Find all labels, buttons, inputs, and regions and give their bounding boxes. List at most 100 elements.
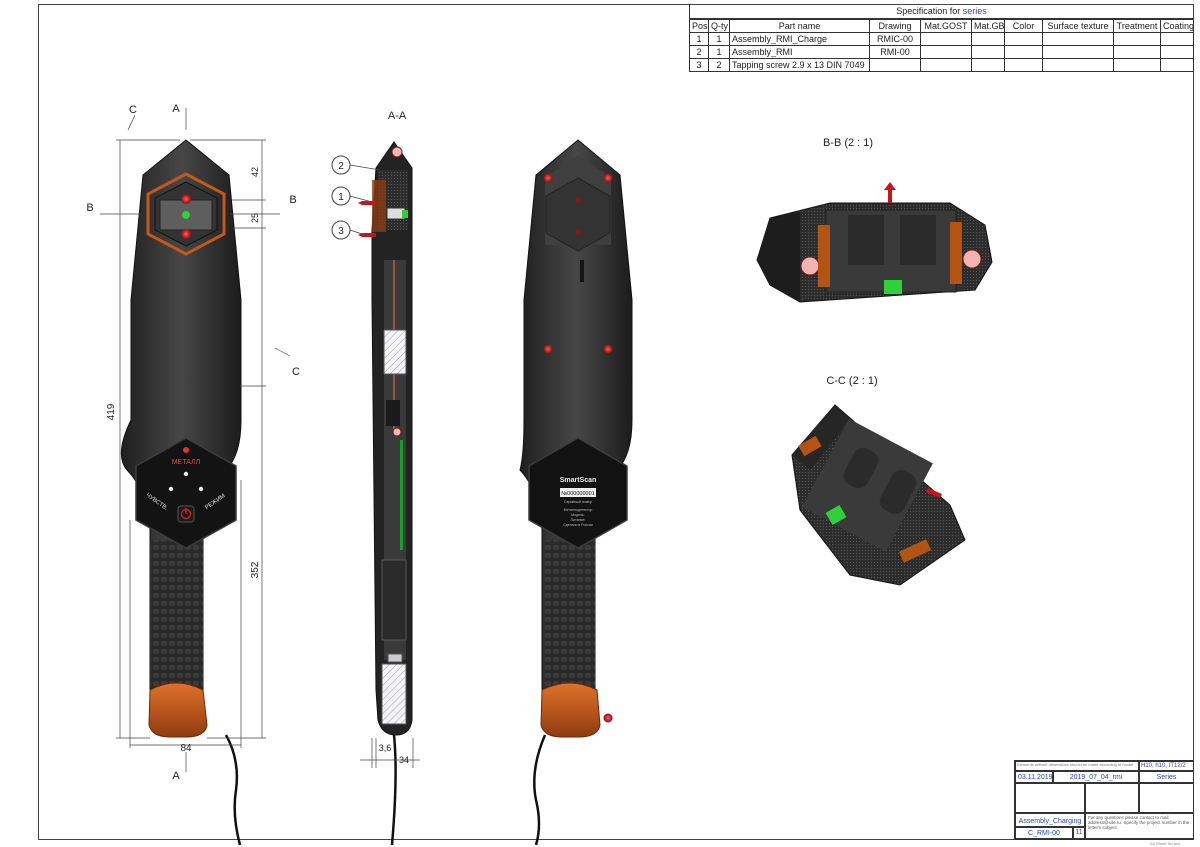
tb-footer: A3 Sheet No text	[1150, 841, 1181, 846]
back-brand: SmartScan	[560, 477, 597, 484]
cc-orange	[898, 539, 932, 563]
table-row: 1 1 Assembly_RMI_Charge RMIC-00	[689, 32, 1194, 46]
title-block: Elements without dimensions should be ma…	[1014, 760, 1194, 840]
bb-block	[848, 215, 884, 265]
screw-icon	[358, 201, 376, 205]
front-control-panel	[135, 437, 237, 549]
section-a-bottom: A	[172, 770, 180, 782]
tb-series: Series	[1139, 771, 1194, 783]
callout-number: 3	[338, 226, 344, 237]
front-dimensions	[100, 108, 291, 772]
bb-cavity	[825, 209, 957, 293]
spec-pos: 1	[689, 32, 709, 46]
callout-number: 1	[338, 192, 344, 203]
section-bb-title: B-B (2 : 1)	[823, 137, 873, 149]
tb-project: 2019_07_04_rmi	[1053, 771, 1139, 783]
dim-side-thickness: 34	[399, 755, 409, 765]
tb-tolerance: H10, h10, IT12/2	[1139, 761, 1194, 771]
dim-total-height: 419	[106, 403, 117, 420]
spec-header: Drawing	[869, 19, 921, 33]
cable-icon	[533, 734, 547, 846]
section-cc-view	[791, 404, 966, 586]
tb-empty-cell	[1085, 783, 1139, 813]
spec-drawing: RMI-00	[869, 45, 921, 59]
bb-side	[757, 212, 800, 302]
side-end-hatch	[381, 663, 407, 725]
spec-title-prefix: Specification for	[896, 6, 961, 16]
cc-block	[843, 447, 879, 489]
cable-icon	[224, 734, 242, 846]
spec-pos: 2	[689, 45, 709, 59]
tb-empty-cell	[1015, 783, 1085, 813]
spec-header: Mat.GB	[971, 19, 1005, 33]
side-pin	[391, 146, 403, 158]
tb-date: 03.11.2019	[1015, 771, 1053, 783]
specification-table: Specification for series Pos Q-ty Part n…	[689, 4, 1194, 72]
dim-top-offset: 42	[250, 167, 260, 177]
back-hex	[545, 177, 611, 252]
side-pcb	[400, 440, 403, 550]
led-green-icon	[182, 211, 190, 219]
led-green-icon	[402, 210, 408, 218]
spec-part-name: Assembly_RMI	[729, 45, 870, 59]
spec-header: Part name	[729, 19, 870, 33]
tb-sheet-number: 11	[1073, 827, 1085, 839]
spec-header-row: Pos Q-ty Part name Drawing Mat.GOST Mat.…	[689, 19, 1194, 33]
dim-window-height: 25	[250, 213, 260, 223]
front-grip	[150, 540, 203, 700]
screw-icon	[543, 173, 553, 183]
side-dimensions	[360, 738, 420, 768]
spec-header: Pos	[689, 19, 709, 33]
spec-title-series: series	[962, 6, 987, 16]
back-info-line: Питание:	[571, 518, 586, 522]
spec-qty: 1	[708, 45, 730, 59]
bb-orange	[950, 222, 962, 284]
back-serial-box	[560, 488, 596, 497]
side-connector	[387, 653, 403, 663]
front-view: МЕТАЛЛ ЧУВСТВ. РЕЖИМ	[120, 139, 242, 846]
spec-drawing: RMIC-00	[869, 32, 921, 46]
panel-dot	[183, 471, 189, 477]
dim-side-wall: 3,6	[379, 743, 392, 753]
screw-icon	[603, 713, 613, 723]
section-cc-title: C-C (2 : 1)	[826, 375, 877, 387]
section-a-top: A	[172, 103, 180, 115]
screw-icon	[358, 233, 376, 237]
panel-dot	[198, 486, 204, 492]
back-info-line: Сделано в России	[563, 523, 593, 527]
screw-icon	[543, 344, 553, 354]
panel-dot	[168, 486, 174, 492]
spec-header: Surface texture	[1042, 19, 1114, 33]
spec-drawing	[869, 58, 921, 72]
spec-grid: Pos Q-ty Part name Drawing Mat.GOST Mat.…	[689, 19, 1194, 72]
back-hole	[575, 229, 581, 235]
table-row: 2 1 Assembly_RMI RMI-00	[689, 45, 1194, 59]
front-end-cap	[148, 682, 208, 738]
spec-qty: 1	[708, 32, 730, 46]
side-pin	[392, 427, 402, 437]
screw-icon	[884, 182, 896, 203]
tb-contact-note: For any questions please contact to mail…	[1085, 813, 1194, 839]
cc-orange	[798, 435, 822, 457]
spec-part-name: Assembly_RMI_Charge	[729, 32, 870, 46]
spec-pos: 3	[689, 58, 709, 72]
section-b-right: B	[289, 194, 296, 206]
bb-orange	[818, 225, 830, 287]
cable-icon	[390, 734, 397, 846]
back-view: SmartScan №000000001 Серийный номер Мета…	[519, 139, 633, 846]
back-grip	[545, 540, 595, 700]
spec-header: Color	[1004, 19, 1043, 33]
section-aa-title: A-A	[388, 110, 407, 122]
spec-part-name: Tapping screw 2.9 x 13 DIN 7049	[729, 58, 870, 72]
back-end-cap	[540, 682, 601, 738]
led-red-icon	[181, 229, 191, 239]
table-row: 3 2 Tapping screw 2.9 x 13 DIN 7049	[689, 58, 1194, 72]
section-bb-view	[756, 182, 993, 303]
section-c-right: C	[292, 366, 300, 378]
back-hole	[575, 197, 581, 203]
led-green-icon	[825, 504, 847, 526]
sheet-frame	[38, 4, 1194, 840]
back-slot	[580, 260, 584, 282]
